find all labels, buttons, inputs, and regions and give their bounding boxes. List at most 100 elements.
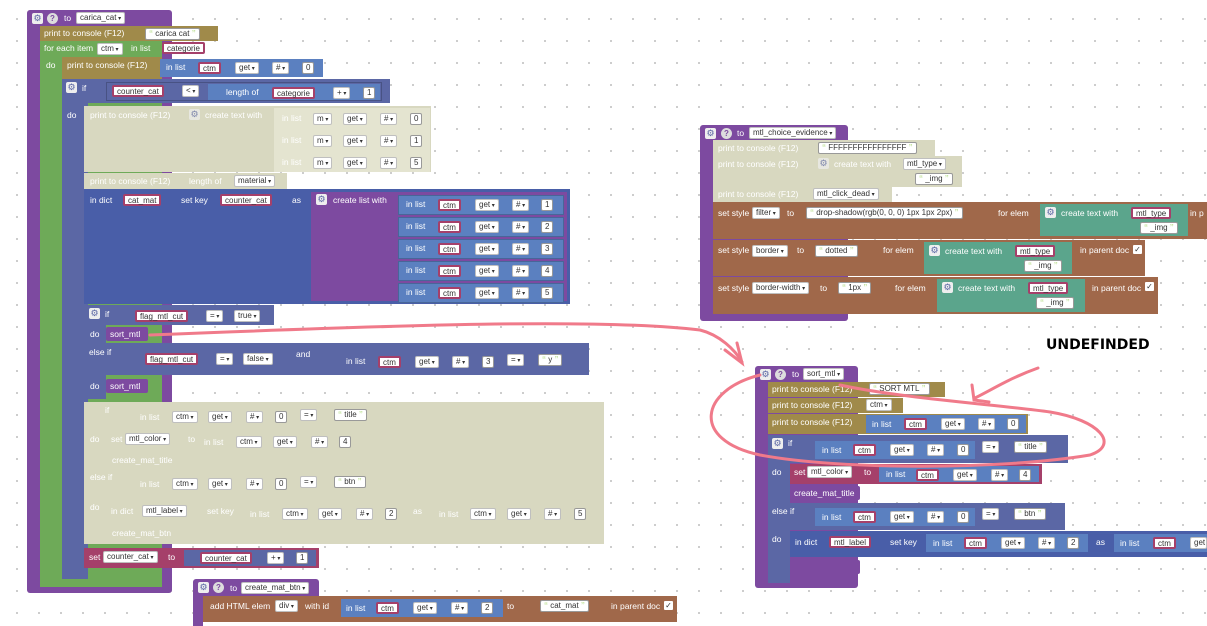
checkbox-icon[interactable]: ✓ [664,601,673,610]
string-dotted[interactable]: “ dotted ” [815,245,858,257]
string-img[interactable]: “ _img ” [1140,222,1178,234]
var-mtl-label[interactable]: mtl_label [142,505,187,517]
string-img[interactable]: “ _img ” [915,173,953,185]
get-dropdown[interactable]: get [507,508,531,520]
call-create-mat-btn[interactable]: create_mat_btn [112,528,172,538]
var-mtl-color[interactable]: mtl_color [125,433,171,445]
get-dropdown[interactable]: get [273,436,297,448]
gear-icon[interactable]: ⚙ [189,109,200,120]
compare-op-dropdown[interactable]: = [300,409,318,421]
bool-true[interactable]: true [234,310,261,322]
number-5[interactable]: 5 [574,508,587,520]
string-img[interactable]: “ _img ” [1036,297,1074,309]
var-counter-cat[interactable]: counter_cat [220,194,272,206]
procedure-name-field[interactable]: carica_cat [76,12,126,24]
get-dropdown[interactable]: get [475,287,499,299]
var-ctm[interactable]: ctm [376,602,399,614]
number-0[interactable]: 0 [957,511,970,523]
op-dropdown[interactable]: + [267,552,285,564]
number-5[interactable]: 5 [410,157,423,169]
var-ctm[interactable]: ctm [438,287,461,299]
gear-icon[interactable]: ⚙ [772,438,783,449]
var-counter-cat[interactable]: counter_cat [112,85,164,97]
gear-icon[interactable]: ⚙ [66,82,77,93]
gear-icon[interactable]: ⚙ [942,282,953,293]
var-ctm[interactable]: ctm [904,418,927,430]
var-counter-cat[interactable]: counter_cat [103,551,158,563]
var-ctm[interactable]: ctm [470,508,496,520]
var-mtl-type[interactable]: mtl_type [1015,245,1056,257]
var-ctm[interactable]: ctm [172,478,198,490]
var-mtl-label[interactable]: mtl_label [829,536,872,548]
string-btn[interactable]: “ btn ” [1014,508,1046,520]
gear-icon[interactable]: ⚙ [1045,207,1056,218]
string-title[interactable]: “ title ” [1014,441,1047,453]
get-dropdown[interactable]: get [475,221,499,233]
get-dropdown[interactable]: get [475,265,499,277]
number-0[interactable]: 0 [1007,418,1020,430]
var-ctm[interactable]: ctm [198,62,221,74]
help-icon[interactable]: ? [213,582,224,593]
hash-dropdown[interactable]: # [512,221,530,233]
string-drop-shadow[interactable]: “ drop-shadow(rgb(0, 0, 0) 1px 1px 2px) … [806,207,963,219]
number-0[interactable]: 0 [275,478,288,490]
get-dropdown[interactable]: get [890,511,914,523]
get-dropdown[interactable]: get [235,62,259,74]
var-ctm[interactable]: ctm [438,199,461,211]
var-flag-mtl-cut[interactable]: flag_mtl_cut [145,353,199,365]
var-ctm[interactable]: ctm [853,511,876,523]
hash-dropdown[interactable]: # [356,508,374,520]
var-ctm[interactable]: ctm [282,508,308,520]
string-1px[interactable]: “ 1px ” [838,282,872,294]
number-1[interactable]: 1 [410,135,423,147]
elem-type-dropdown[interactable]: div [275,600,298,612]
get-dropdown[interactable]: get [343,157,367,169]
get-dropdown[interactable]: get [318,508,342,520]
compare-op-dropdown[interactable]: = [982,508,1000,520]
call-create-mat-btn[interactable] [790,560,860,574]
foreach-var[interactable]: ctm [97,43,123,55]
help-icon[interactable]: ? [721,128,732,139]
gear-icon[interactable]: ⚙ [32,13,43,24]
hash-dropdown[interactable]: # [512,243,530,255]
print-block[interactable] [62,57,162,79]
get-dropdown[interactable]: get [475,243,499,255]
hash-dropdown[interactable]: # [246,411,264,423]
var-mtl-click-dead[interactable]: mtl_click_dead [813,188,879,200]
var-ctm[interactable]: ctm [438,221,461,233]
call-sort-mtl[interactable] [106,379,148,393]
string-cat-mat[interactable]: “ cat_mat ” [540,600,589,612]
bool-false[interactable]: false [243,353,273,365]
get-dropdown[interactable]: get [208,411,232,423]
hash-dropdown[interactable]: # [380,157,398,169]
get-dropdown[interactable]: get [475,199,499,211]
string-y[interactable]: “ y ” [538,354,563,366]
var-m[interactable]: m [313,135,333,147]
var-ctm[interactable]: ctm [916,469,939,481]
checkbox-icon[interactable]: ✓ [1133,245,1142,254]
string-carica-cat[interactable]: “ carica cat ” [145,28,200,40]
var-cat-mat[interactable]: cat_mat [123,194,162,206]
number-5[interactable]: 5 [541,287,554,299]
number-2[interactable]: 2 [385,508,398,520]
number-0[interactable]: 0 [410,113,423,125]
number-4[interactable]: 4 [541,265,554,277]
var-ctm[interactable]: ctm [378,356,401,368]
checkbox-icon[interactable]: ✓ [1145,282,1154,291]
hash-dropdown[interactable]: # [927,444,945,456]
var-mtl-type[interactable]: mtl_type [1028,282,1069,294]
call-sort-mtl[interactable] [106,327,148,341]
var-m[interactable]: m [313,157,333,169]
op-dropdown[interactable]: + [333,87,351,99]
gear-icon[interactable]: ⚙ [818,158,829,169]
var-categorie[interactable]: categorie [272,87,315,99]
get-dropdown[interactable]: get [415,356,439,368]
var-ctm[interactable]: ctm [964,537,987,549]
hash-dropdown[interactable]: # [380,113,398,125]
var-ctm[interactable]: ctm [438,243,461,255]
string-btn[interactable]: “ btn ” [334,476,366,488]
hash-dropdown[interactable]: # [512,287,530,299]
get-dropdown[interactable]: get [413,602,437,614]
number-4[interactable]: 4 [339,436,352,448]
hash-dropdown[interactable]: # [512,199,530,211]
